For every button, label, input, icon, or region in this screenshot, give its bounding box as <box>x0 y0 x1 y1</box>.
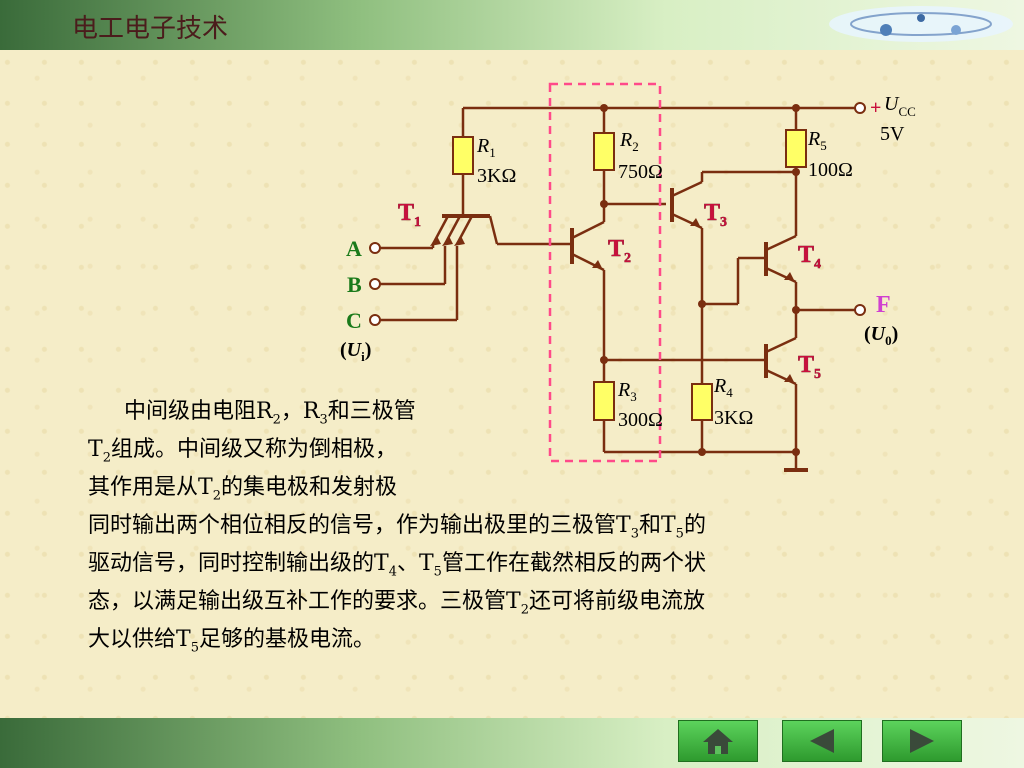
home-icon <box>703 729 733 754</box>
r1-value: 3KΩ <box>477 165 516 187</box>
right-arrow-icon <box>910 729 934 753</box>
r2-value: 750Ω <box>618 161 663 183</box>
text-line-2: T2组成。中间级又称为倒相极， <box>88 437 397 466</box>
slide-title: 电工电子技术 <box>72 14 229 44</box>
output-voltage-label: (U0) <box>864 323 898 348</box>
previous-button[interactable] <box>782 720 862 762</box>
supply-voltage: 5V <box>880 123 905 145</box>
r3-value: 300Ω <box>618 409 663 431</box>
text-line-5: 驱动信号，同时控制输出级的T4、T5管工作在截然相反的两个状 <box>88 551 706 580</box>
r5-label: R5 <box>807 128 827 153</box>
input-voltage-label: (Ui) <box>340 339 371 364</box>
text-line-4: 同时输出两个相位相反的信号，作为输出极里的三极管T3和T5的 <box>88 513 706 542</box>
input-a-label: A <box>346 236 362 261</box>
r2-label: R2 <box>619 129 639 154</box>
r1-label: R1 <box>476 135 496 160</box>
t1-label: T1 <box>398 200 421 230</box>
t3-label: T3 <box>704 200 727 230</box>
footer-bar <box>0 718 1024 768</box>
t4-label: T4 <box>798 242 821 272</box>
r5-value: 100Ω <box>808 159 853 181</box>
t2-label: T2 <box>608 236 631 266</box>
home-button[interactable] <box>678 720 758 762</box>
logo-banner <box>829 6 1013 42</box>
r4-label: R4 <box>713 375 733 400</box>
supply-label: UCC <box>884 93 916 119</box>
slide-background <box>0 50 1024 718</box>
output-f-label: F <box>876 292 891 318</box>
text-line-1: 中间级由电阻R2，R3和三极管 <box>124 399 416 428</box>
input-c-label: C <box>346 308 362 333</box>
text-line-7: 大以供给T5足够的基极电流。 <box>88 627 375 656</box>
t5-label: T5 <box>798 352 821 382</box>
text-line-3: 其作用是从T2的集电极和发射极 <box>88 475 397 504</box>
input-b-label: B <box>347 272 362 297</box>
r3-label: R3 <box>617 379 637 404</box>
r4-value: 3KΩ <box>714 407 753 429</box>
text-line-6: 态，以满足输出级互补工作的要求。三极管T2还可将前级电流放 <box>88 589 705 618</box>
supply-plus: + <box>870 97 881 119</box>
left-arrow-icon <box>810 729 834 753</box>
next-button[interactable] <box>882 720 962 762</box>
